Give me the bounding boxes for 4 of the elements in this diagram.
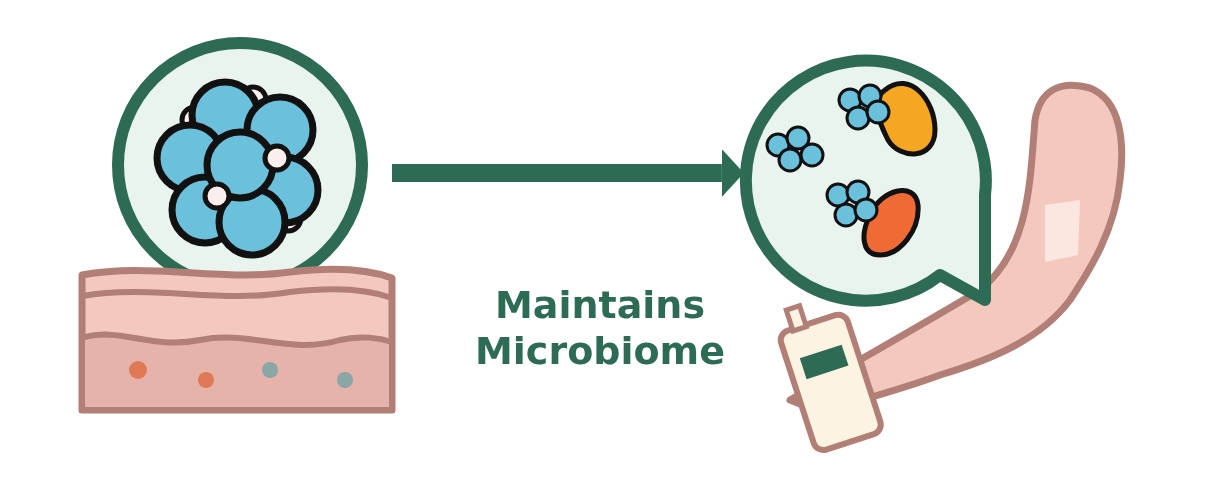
arm-lotion-microbiome-drawing [740, 54, 1126, 456]
skin-microbiome-drawing [78, 37, 396, 414]
arrow [392, 149, 744, 197]
caption-text: Maintains Microbiome [474, 282, 726, 374]
